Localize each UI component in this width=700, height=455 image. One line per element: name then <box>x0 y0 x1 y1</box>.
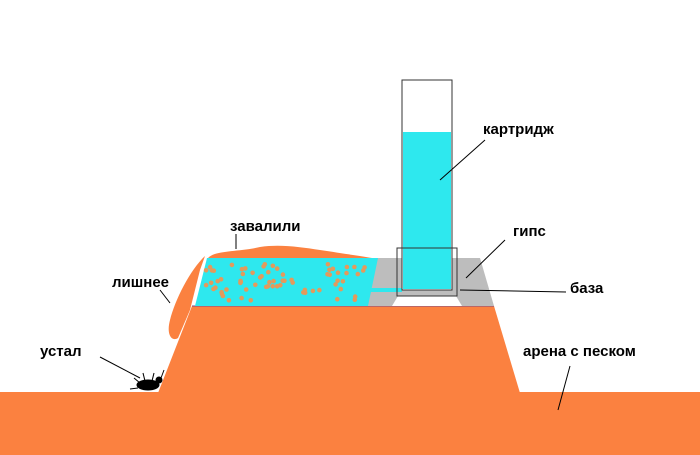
gypsum-outline <box>396 247 458 297</box>
mound <box>158 306 520 393</box>
sand-grain <box>335 296 340 302</box>
sand-grain <box>261 264 266 269</box>
sand-grain <box>352 264 357 270</box>
water-channel <box>368 288 402 292</box>
label-excess: лишнее <box>112 274 169 291</box>
sand-grain <box>344 264 350 270</box>
sand-grain <box>301 290 306 295</box>
sand-grain <box>344 270 349 276</box>
label-base: база <box>570 280 604 297</box>
buried-sand-top <box>208 245 372 258</box>
sand-grain <box>219 291 225 297</box>
sand-grain <box>238 279 244 285</box>
label-tired: устал <box>40 343 82 360</box>
sand-grain <box>325 272 330 277</box>
sand-grain <box>270 284 276 289</box>
sand-grain <box>213 285 218 291</box>
sand-grain <box>317 287 322 293</box>
sand-grain <box>335 270 341 276</box>
sand-grain <box>248 298 254 303</box>
sand-grain <box>229 262 235 268</box>
sand-grain <box>338 286 344 292</box>
sand-grain <box>203 268 209 273</box>
leader-lines <box>99 139 571 411</box>
sand-grain <box>333 282 338 287</box>
sand-grain <box>280 278 286 284</box>
sand-grain <box>267 279 272 285</box>
sand-grain <box>271 278 276 284</box>
base-plate <box>392 296 462 306</box>
sand-grain <box>239 295 244 301</box>
sand-grain <box>274 284 280 289</box>
sand-grain <box>239 266 245 272</box>
sand-grain <box>250 270 255 276</box>
label-buried: завалили <box>230 218 300 235</box>
label-arena: арена с песком <box>523 343 636 360</box>
sand-arena-ground <box>0 392 700 455</box>
sand-grain <box>259 274 264 279</box>
sand-grain <box>289 277 294 283</box>
sand-grain <box>355 271 361 277</box>
sand-grain <box>243 287 249 292</box>
excess-sand-blob <box>168 256 205 340</box>
sand-grain <box>325 262 331 267</box>
sand-grain <box>270 263 276 269</box>
sand-grain <box>207 264 213 270</box>
sand-grain <box>266 269 271 275</box>
sand-grain <box>253 282 258 288</box>
sand-grain <box>335 278 340 284</box>
sand-grain <box>340 279 346 284</box>
sand-grain <box>280 272 286 277</box>
sand-grain <box>362 265 367 270</box>
sand-grain <box>215 278 220 284</box>
sand-grain <box>208 280 214 286</box>
sand-grain <box>226 298 232 303</box>
sand-grain <box>240 271 246 277</box>
water-sand-layer <box>195 258 378 306</box>
sand-grain <box>218 277 224 282</box>
sand-grains <box>203 262 367 303</box>
sand-grain <box>274 266 280 271</box>
sand-grain <box>310 288 316 294</box>
cartridge-water <box>403 132 451 289</box>
sand-grain <box>263 284 269 290</box>
sand-grain <box>327 267 332 273</box>
label-gypsum: гипс <box>513 223 546 240</box>
sand-grain <box>224 287 229 292</box>
label-cartridge: картридж <box>483 121 554 138</box>
sand-grain <box>203 282 209 288</box>
beetle-icon <box>129 369 165 391</box>
sand-grain <box>330 266 336 272</box>
sand-grain <box>352 294 358 299</box>
